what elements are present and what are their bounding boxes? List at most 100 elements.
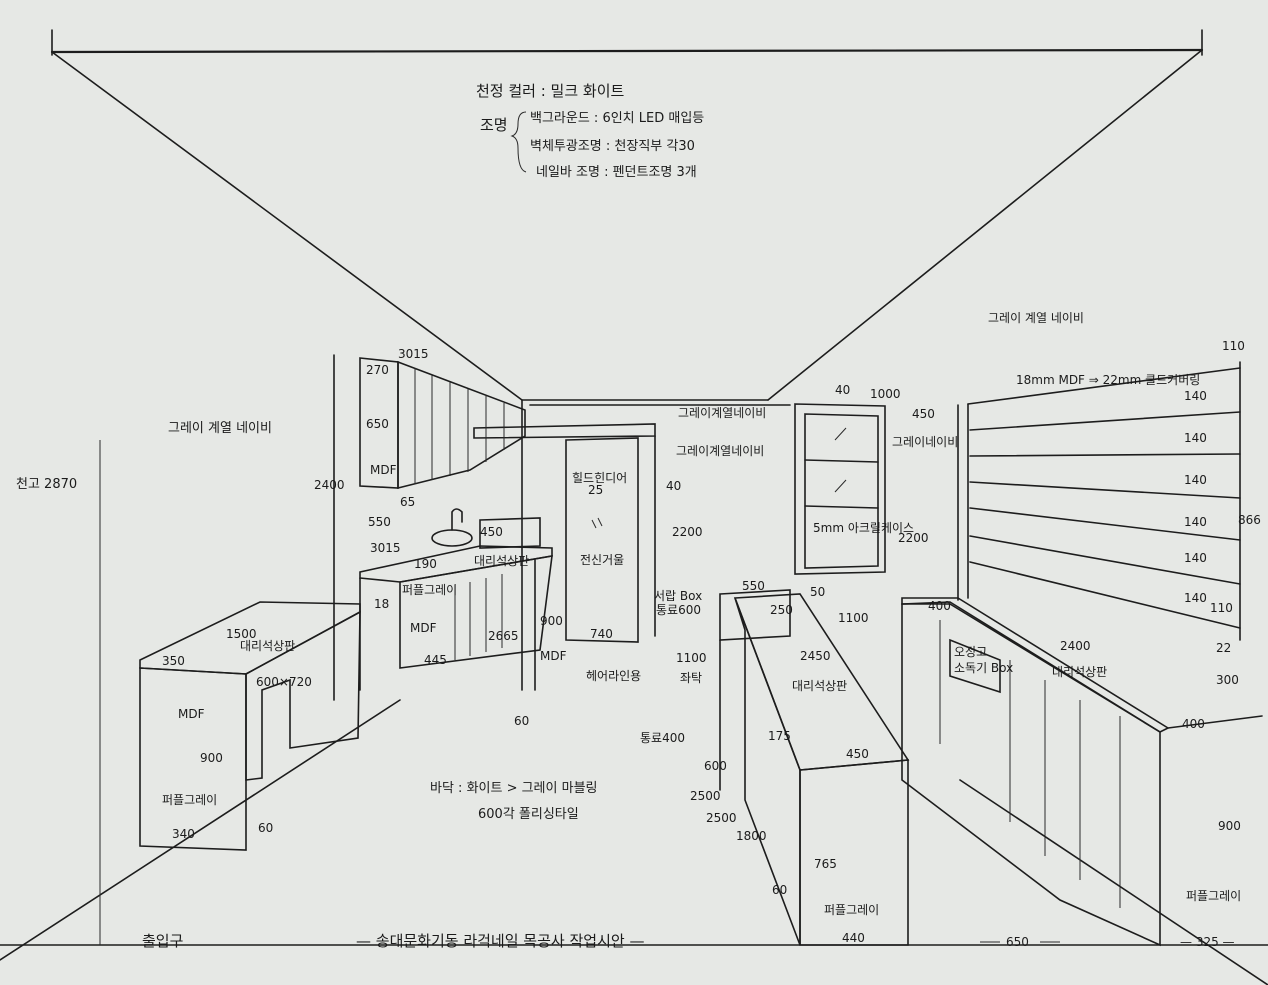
center-nail-bar: 550 250 50 서랍 Box 통료600 1100 좌탁 통료400 24… <box>640 579 910 946</box>
dim-1100-b: 1100 <box>838 611 869 625</box>
chair-label: 좌탁 <box>680 671 702 685</box>
mdf-upper-label: MDF <box>370 463 397 477</box>
nail-bar-front <box>799 759 909 946</box>
dim-140-5: 140 <box>1184 551 1207 565</box>
drawer-box <box>719 589 791 641</box>
dim-450-center: 450 <box>846 747 869 761</box>
nail-bar-side <box>734 597 801 946</box>
ceiling-right-diagonal <box>767 49 1203 401</box>
dim-600: 600 <box>704 759 727 773</box>
lighting-label: 조명 <box>480 116 508 134</box>
sterilizer-box <box>949 638 1001 694</box>
purple-gray-left-label: 퍼플그레이 <box>162 793 217 807</box>
floor-note-1: 바닥 : 화이트 > 그레이 마블링 <box>430 781 598 796</box>
sink-counter: 3015 190 450 대리석상판 18 퍼플그레이 MDF 445 2665… <box>359 508 567 728</box>
dim-2450: 2450 <box>800 649 831 663</box>
dim-140-6: 140 <box>1184 591 1207 605</box>
dim-3015-counter: 3015 <box>370 541 401 555</box>
gray-navy-center-label: 그레이네이비 <box>892 435 958 449</box>
hairline-label: 헤어라인용 <box>586 669 641 683</box>
bottom-labels: 출입구 — 송대문화기동 라걱네일 목공사 작업시안 — 650 — 325 — <box>142 932 1235 950</box>
acrylic-label: 5mm 아크릴케이스 <box>813 521 914 535</box>
lighting-note-2: 벽체투광조명 : 천장직부 각30 <box>530 139 695 154</box>
shelf-6 <box>969 535 1241 585</box>
dim-650: 650 <box>366 417 389 431</box>
gray-navy-back-label: 그레이계열네이비 <box>678 406 766 420</box>
dim-765: 765 <box>814 857 837 871</box>
lighting-brace <box>510 111 527 173</box>
dim-1000: 1000 <box>870 387 901 401</box>
dim-900-left: 900 <box>200 751 223 765</box>
lighting-note-1: 백그라운드 : 6인치 LED 매입등 <box>530 111 704 126</box>
mirror-glint <box>597 517 603 527</box>
mdf-sink-side: MDF <box>540 649 567 663</box>
marble-sink-label: 대리석상판 <box>474 554 529 568</box>
dim-440: 440 <box>842 931 865 945</box>
dim-270: 270 <box>366 363 389 377</box>
floor-left-diagonal <box>0 699 401 961</box>
right-cabinets: 400 오정고 소독기 Box 2400 대리석상판 400 900 퍼플그레이… <box>901 597 1263 947</box>
dim-550: 550 <box>368 515 391 529</box>
marble-center-label: 대리석상판 <box>792 679 847 693</box>
dim-740: 740 <box>590 627 613 641</box>
upper-cabinets: 3015 270 650 MDF 2400 65 550 <box>314 347 526 529</box>
dim-60-center: 60 <box>772 883 787 897</box>
purple-gray-right-label: 퍼플그레이 <box>1186 889 1241 903</box>
dim-2200-right: 2200 <box>898 531 929 545</box>
dim-325: — 325 — <box>1180 935 1235 949</box>
ceiling-color-note: 천정 컬러 : 밀크 화이트 <box>476 82 625 100</box>
sterilizer-top-label: 오정고 <box>954 645 987 659</box>
sterilizer-label: 소독기 Box <box>954 661 1013 675</box>
glass-glint <box>834 427 847 441</box>
dim-300: 300 <box>1216 673 1239 687</box>
dim-140-4: 140 <box>1184 515 1207 529</box>
dim-65: 65 <box>400 495 415 509</box>
drawer-tong-label: 통료600 <box>656 603 701 617</box>
notes: 천정 컬러 : 밀크 화이트 조명 백그라운드 : 6인치 LED 매입등 벽체… <box>16 82 704 945</box>
dim-18: 18 <box>374 597 389 611</box>
dim-1100-a: 1100 <box>676 651 707 665</box>
dim-900-sink: 900 <box>540 614 563 628</box>
dim-60-sink: 60 <box>514 714 529 728</box>
drawing-title: — 송대문화기동 라걱네일 목공사 작업시안 — <box>356 932 644 950</box>
dim-3015-top: 3015 <box>398 347 429 361</box>
display-shelf <box>804 459 879 463</box>
dim-140-1: 140 <box>1184 389 1207 403</box>
dim-40-door: 40 <box>666 479 681 493</box>
gray-navy-back2-label: 그레이계열네이비 <box>676 444 764 458</box>
dim-190: 190 <box>414 557 437 571</box>
faucet <box>451 508 463 531</box>
mdf-sink-label: MDF <box>410 621 437 635</box>
dim-340: 340 <box>172 827 195 841</box>
mirror-glint <box>591 519 597 529</box>
full-mirror-label: 전신거울 <box>580 553 624 567</box>
back-wall-door: 힐드힌디어 25 전신거울 40 2200 740 헤어라인용 <box>565 435 703 683</box>
shelf-1 <box>967 367 1241 405</box>
dim-250: 250 <box>770 603 793 617</box>
sink-counter-front <box>399 555 553 669</box>
drawer-box-label: 서랍 Box <box>654 589 702 603</box>
dim-445: 445 <box>424 653 447 667</box>
marble-left-label: 대리석상판 <box>240 639 295 653</box>
purple-gray-sink-label: 퍼플그레이 <box>402 583 457 597</box>
purple-gray-center-label: 퍼플그레이 <box>824 903 879 917</box>
dim-110-bot: 110 <box>1210 601 1233 615</box>
dim-2400: 2400 <box>314 478 345 492</box>
marble-right-label: 대리석상판 <box>1052 665 1107 679</box>
dim-350: 350 <box>162 654 185 668</box>
dim-40-shelf: 40 <box>835 383 850 397</box>
left-desk-front <box>139 667 247 851</box>
floor-right-diagonal <box>959 779 1268 985</box>
room-outline <box>0 29 1268 985</box>
sink-back-box <box>479 517 541 549</box>
tong400-label: 통료400 <box>640 731 685 745</box>
dim-2500-b: 2500 <box>706 811 737 825</box>
shelf-spec-label: 18mm MDF ⇒ 22mm 클드커버링 <box>1016 373 1200 387</box>
dim-50: 50 <box>810 585 825 599</box>
shelf-5 <box>969 507 1241 541</box>
floor-note-2: 600각 폴리싱타일 <box>478 807 579 822</box>
ceiling-left-diagonal <box>51 51 523 401</box>
dim-1800: 1800 <box>736 829 767 843</box>
